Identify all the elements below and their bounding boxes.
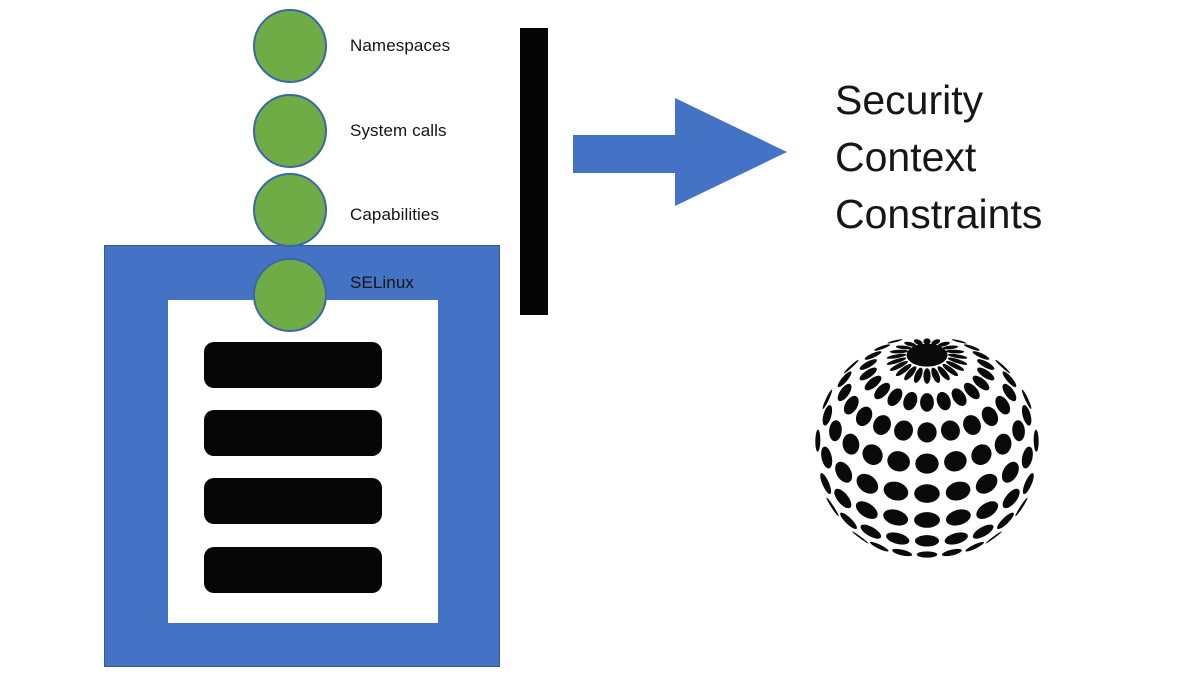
- arrow-shaft: [573, 135, 677, 173]
- selinux-label: SELinux: [350, 273, 415, 292]
- system-calls-dot: [253, 94, 327, 168]
- container-process-bar: [204, 342, 382, 388]
- namespaces-label: Namespaces: [350, 36, 451, 55]
- arrow-head: [675, 98, 787, 206]
- selinux-dot: [253, 258, 327, 332]
- dotted-sphere-icon: [815, 338, 1039, 558]
- barrier-bar: [520, 28, 548, 315]
- scc-title-line: Constraints: [835, 191, 1043, 237]
- namespaces-dot: [253, 9, 327, 83]
- scc-title-line: Context: [835, 134, 977, 180]
- system-calls-label: System calls: [350, 121, 447, 140]
- capabilities-dot: [253, 173, 327, 247]
- container-inner: [168, 300, 438, 623]
- container-process-bar: [204, 478, 382, 524]
- right-arrow-icon: [573, 98, 788, 208]
- container-process-bar: [204, 410, 382, 456]
- container-process-bar: [204, 547, 382, 593]
- scc-title: Security Context Constraints: [835, 72, 1042, 243]
- scc-title-line: Security: [835, 77, 984, 123]
- capabilities-label: Capabilities: [350, 205, 440, 224]
